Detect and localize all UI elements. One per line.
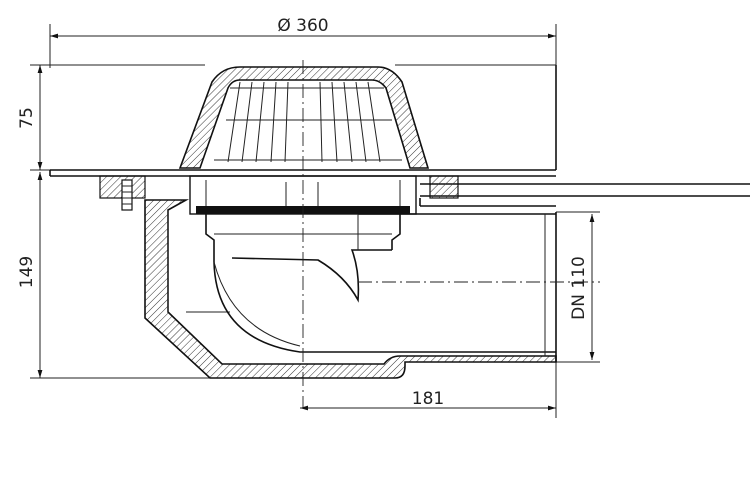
gravel-guard-dome bbox=[178, 66, 430, 169]
diameter-label: Ø 360 bbox=[277, 16, 328, 36]
offset-label: 181 bbox=[412, 389, 444, 409]
roof-membrane bbox=[420, 183, 750, 197]
height-body-label: 149 bbox=[17, 256, 37, 288]
height-top-label: 75 bbox=[17, 107, 37, 129]
outlet-diameter-label: DN 110 bbox=[569, 256, 589, 320]
inner-outlet-pipe bbox=[205, 198, 557, 362]
fixing-bolt bbox=[121, 179, 133, 211]
dimension-lines bbox=[30, 24, 600, 418]
center-lines bbox=[302, 60, 600, 408]
